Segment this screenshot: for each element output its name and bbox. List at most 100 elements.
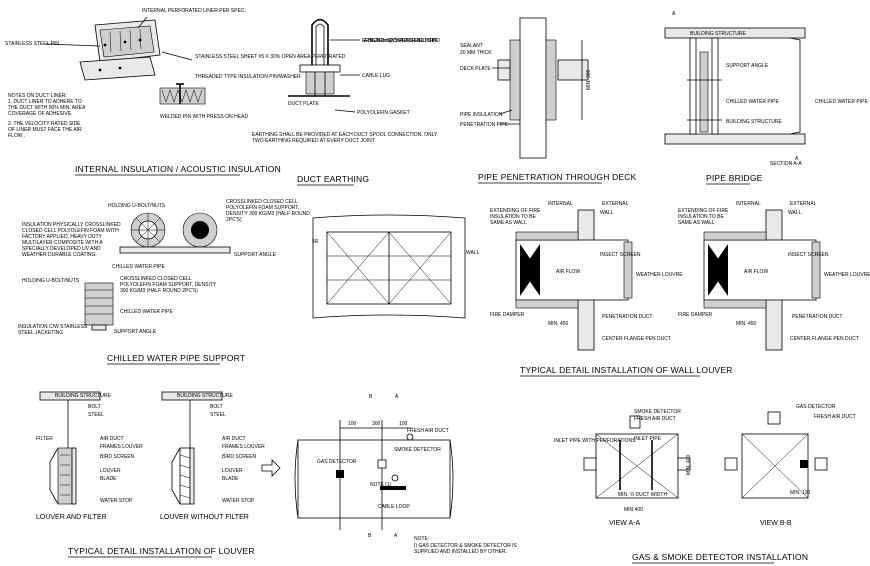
- dim-min400-v: MIN. 400: [686, 454, 692, 475]
- label-ss-jacket: INSULATION C/W STAINLESS STEEL JACKETING: [18, 324, 88, 336]
- caption-louver-no-filter: LOUVER WITHOUT FILTER: [160, 514, 249, 521]
- caption-view-bb: VIEW B-B: [760, 520, 792, 527]
- label-chw-pipe-2: CHILLED WATER PIPE: [815, 99, 868, 105]
- pipe-penetration-detail: MIN. 300 SEALANT 20 MM THICK DECK PLATE …: [460, 17, 637, 184]
- label-steel-2: STEEL: [210, 412, 226, 418]
- label-wall: WALL: [600, 210, 614, 216]
- dim-min400: MIN 400: [624, 507, 643, 513]
- label-insulation-spec: INSULATION PHYSICALLY CROSSLINKED CLOSED…: [22, 222, 121, 258]
- title-pipe-penetration: PIPE PENETRATION THROUGH DECK: [478, 172, 637, 182]
- pipe-bridge-detail: BUILDING STRUCTURE SUPPORT ANGLE CHILLED…: [664, 11, 868, 185]
- label-extending-2: EXTENDING OF FIRE INSULATION TO BE SAME …: [678, 208, 729, 226]
- label-cable-lug: CABLE LUG: [362, 73, 390, 79]
- title-louver: TYPICAL DETAIL INSTALLATION OF LOUVER: [68, 546, 255, 556]
- label-bolt: BOLT: [88, 404, 101, 410]
- label-air-duct: AIR DUCT: [100, 436, 124, 442]
- label-smoke-detector: SMOKE DETECTOR: [394, 447, 441, 453]
- label-insect: INSECT SCREEN: [600, 252, 641, 258]
- label-wall: WALL: [466, 250, 480, 256]
- marker-a-2: A: [394, 533, 398, 539]
- label-inlet-pipe: INLET PIPE: [634, 436, 662, 442]
- label-extending: EXTENDING OF FIRE INSULATION TO BE SAME …: [490, 208, 541, 226]
- label-polyolefin-gasket: POLYOLEFIN GASKET: [357, 110, 410, 116]
- label-inlet-perf: INLET PIPE WITH PERFORATIONS: [554, 438, 636, 444]
- label-airflow-2: AIR FLOW: [744, 269, 768, 275]
- label-airflow: AIR FLOW: [556, 269, 580, 275]
- label-fresh-air-duct: FRESH AIR DUCT: [634, 416, 676, 422]
- label-support-angle-2: SUPPORT ANGLE: [114, 329, 157, 335]
- label-gas-detector: GAS DETECTOR: [317, 459, 357, 465]
- label-water-stop: WATER STOP: [100, 498, 133, 504]
- label-building-structure-2: BUILDING STRUCTURE: [726, 119, 783, 125]
- label-pipe-insulation: PIPE INSULATION: [460, 112, 503, 118]
- label-internal-2: INTERNAL: [736, 201, 761, 207]
- caption-view-aa: VIEW A-A: [609, 520, 640, 527]
- label-chw-pipe-2: CHILLED WATER PIPE: [120, 309, 173, 315]
- label-external-2: EXTERNAL: [790, 201, 817, 207]
- label-note-1: NOTE (1): [370, 482, 392, 488]
- label-penetration-pipe: PENETRATION PIPE: [460, 122, 509, 128]
- title-gas-smoke: GAS & SMOKE DETECTOR INSTALLATION: [632, 552, 808, 562]
- label-weather-2: WEATHER LOUVRE: [824, 272, 870, 278]
- marker-b-2: B: [368, 533, 372, 539]
- label-sealant: SEALANT: [460, 43, 483, 49]
- label-bolt-2: BOLT: [210, 404, 223, 410]
- note-text: I) GAS DETECTOR & SMOKE DETECTOR IS SUPP…: [414, 543, 517, 555]
- detector-plan-detail: 100 300 100 FRESH AIR DUCT GAS DETECTOR …: [294, 394, 517, 555]
- label-frames-louver-2: FRAMES LOUVER: [222, 444, 265, 450]
- label-cable-loop: CABLE LOOP: [378, 504, 410, 510]
- note-1: 1. DUCT LINER TO ADHERE TO THE DUCT WITH…: [8, 99, 86, 117]
- label-bird-screen: BIRD SCREEN: [100, 454, 135, 460]
- label-fire-damper: FIRE DAMPER: [490, 312, 525, 318]
- label-stainless-pin: STAINLESS STEEL PIN: [5, 41, 59, 47]
- note-title: NOTE:: [414, 536, 429, 542]
- duct-earthing-detail: EARTHING CABLE 10mm SQ. PVC SHEATED AND …: [252, 18, 440, 186]
- dim-min300: MIN. 300: [586, 69, 592, 90]
- label-fire-damper-2: FIRE DAMPER: [678, 312, 713, 318]
- label-filter: FILTER: [36, 436, 53, 442]
- title-duct-earthing: DUCT EARTHING: [297, 174, 369, 184]
- label-duct-plate: DUCT PLATE: [288, 101, 319, 107]
- dim-min130: MIN. 130: [790, 490, 811, 496]
- label-insect-2: INSECT SCREEN: [788, 252, 829, 258]
- label-blade: BLADE: [100, 476, 117, 482]
- label-water-stop-2: WATER STOP: [222, 498, 255, 504]
- notes-title: NOTES ON DUCT LINER:: [8, 93, 67, 99]
- wall-louver-detail-2: INTERNAL EXTERNAL EXTENDING OF FIRE INSU…: [520, 201, 870, 377]
- dim-300: 300: [372, 421, 381, 427]
- label-threaded-pin: THREADED TYPE INSULATION PIN/WASHER: [195, 74, 301, 80]
- label-gas-det-view: GAS DETECTOR: [796, 404, 836, 410]
- label-perforated-liner: INTERNAL PERFORATED LINER PER SPEC.: [142, 8, 246, 14]
- label-chw-pipe-1: CHILLED WATER PIPE: [726, 99, 779, 105]
- label-5r: 5R: [312, 239, 319, 245]
- label-blade-2: BLADE: [222, 476, 239, 482]
- label-structure: BUILDING STRUCTURE: [55, 393, 112, 399]
- label-internal: INTERNAL: [548, 201, 573, 207]
- label-center-flange: CENTER FLANGE PEN DUCT: [602, 336, 671, 342]
- label-deck-plate: DECK PLATE: [460, 66, 491, 72]
- label-structure-2: BUILDING STRUCTURE: [177, 393, 234, 399]
- dim-100-2: 100: [399, 421, 408, 427]
- wall-panel-detail: WALL 5R: [312, 214, 480, 319]
- louver-without-filter: BUILDING STRUCTURE BOLT STEEL AIR DUCT F…: [68, 391, 281, 558]
- title-pipe-bridge: PIPE BRIDGE: [706, 173, 763, 183]
- dim-min450-2: MIN. 450: [736, 321, 757, 327]
- label-steel: STEEL: [88, 412, 104, 418]
- label-external: EXTERNAL: [602, 201, 629, 207]
- section-marker-a2: A: [795, 156, 799, 162]
- caption-louver-filter: LOUVER AND FILTER: [36, 514, 107, 521]
- label-louver-2: LOUVER: [222, 468, 243, 474]
- label-20mm: 20 MM THICK: [460, 50, 492, 56]
- label-fresh-air-duct-2: FRESH AIR DUCT: [814, 414, 856, 420]
- label-smoke-det: SMOKE DETECTOR: [634, 409, 681, 415]
- title-chilled-water: CHILLED WATER PIPE SUPPORT: [107, 353, 245, 363]
- dim-100: 100: [348, 421, 357, 427]
- label-section-aa: SECTION A-A: [770, 161, 802, 167]
- label-crosslinked-2: CROSSLINKED CLOSED CELL POLYOLEFIN FOAM …: [120, 276, 217, 294]
- label-pen-duct: PENETRATION DUCT: [602, 314, 652, 320]
- marker-a: A: [395, 394, 399, 400]
- title-internal-insulation: INTERNAL INSULATION / ACOUSTIC INSULATIO…: [75, 164, 281, 174]
- label-center-flange-2: CENTER FLANGE PEN DUCT: [790, 336, 859, 342]
- louver-with-filter: BUILDING STRUCTURE BOLT STEEL FILTER AIR…: [36, 391, 143, 521]
